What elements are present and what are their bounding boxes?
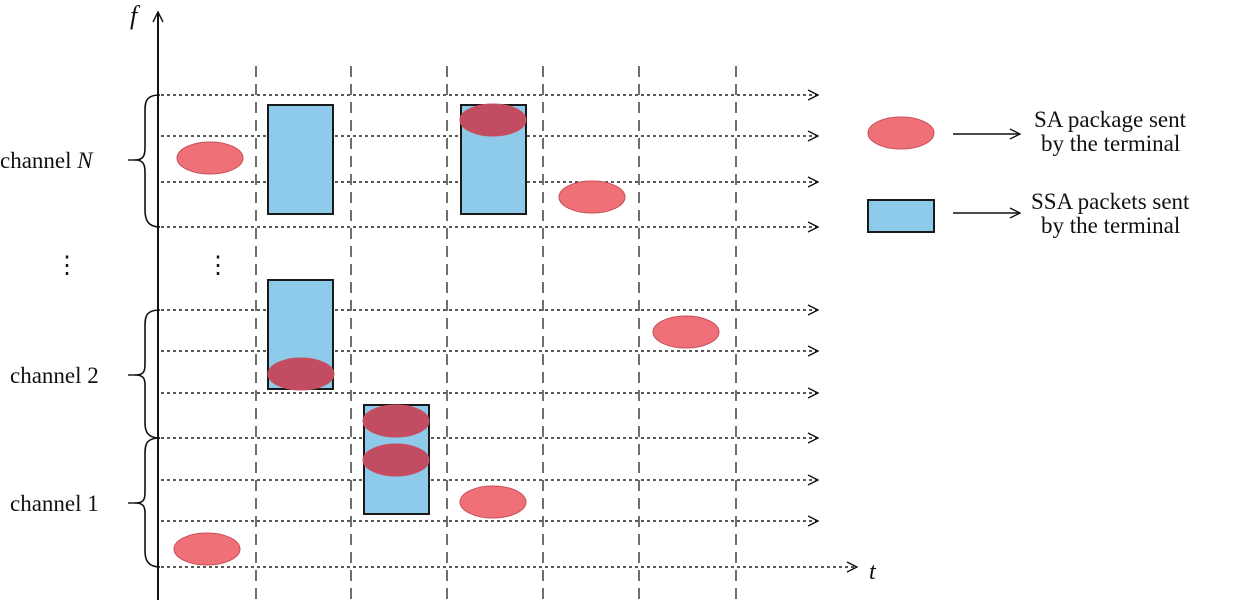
channel-braces (134, 94, 161, 568)
sa-packet (173, 532, 241, 566)
channel-label-n: channel N (0, 148, 94, 173)
brace-channel-n (134, 94, 161, 228)
legend-sa-marker (867, 116, 935, 150)
frequency-axis-label: f (130, 1, 141, 30)
sa-packet-overlap (362, 404, 430, 438)
sa-packet-overlap (267, 357, 335, 391)
legend-ssa-marker (867, 199, 935, 233)
subchannel-lines (161, 95, 857, 567)
sa-packet-overlap (362, 443, 430, 477)
vertical-ellipsis-middle: ⋮ (206, 253, 230, 279)
sa-packets (173, 103, 720, 566)
channel-labels: channel N channel 2 channel 1 (0, 148, 136, 516)
sa-packet (459, 485, 527, 519)
brace-channel-1 (134, 437, 161, 568)
legend-ssa-line2: by the terminal (1041, 213, 1180, 238)
sa-packet-overlap (459, 103, 527, 137)
legend-sa-line1: SA package sent (1034, 107, 1187, 132)
ssa-packet (267, 104, 334, 215)
sa-packet (558, 180, 626, 214)
sa-packet (652, 315, 720, 349)
vertical-ellipsis-left: ⋮ (55, 253, 79, 279)
channel-label-italic: N (76, 148, 94, 173)
sa-packet (176, 141, 244, 175)
time-axis-label: t (869, 559, 877, 585)
channel-label-2: channel 2 (10, 363, 99, 388)
legend-sa-line2: by the terminal (1041, 131, 1180, 156)
channel-label-text: channel (0, 148, 77, 173)
brace-channel-2 (134, 309, 161, 439)
channel-label-1: channel 1 (10, 491, 99, 516)
legend-ssa-line1: SSA packets sent (1031, 189, 1190, 214)
legend: SA package sent by the terminal SSA pack… (867, 107, 1190, 238)
